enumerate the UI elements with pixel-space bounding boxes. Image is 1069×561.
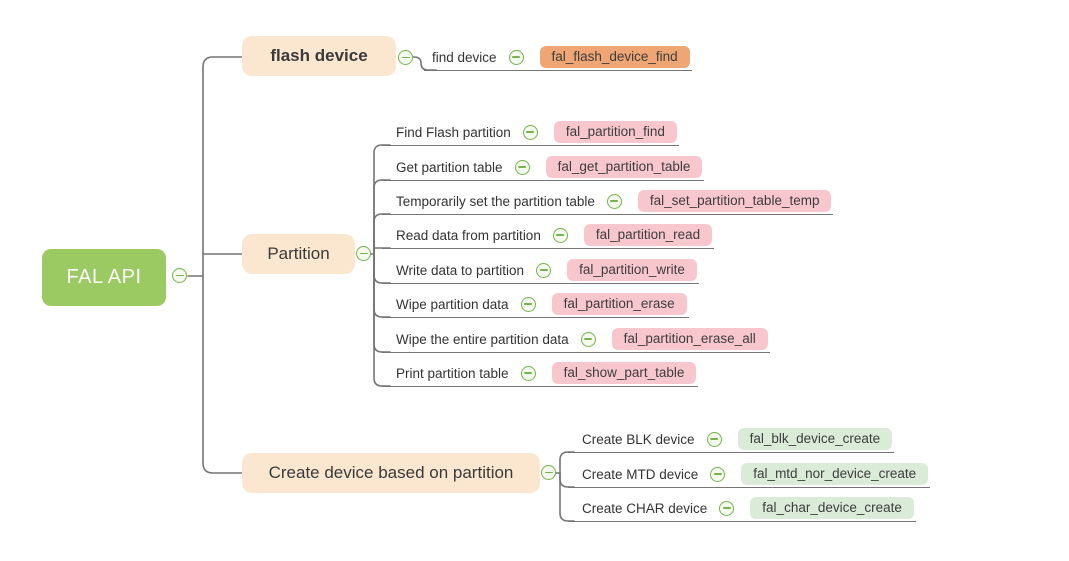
collapse-icon-flash-device[interactable] — [398, 50, 413, 65]
collapse-icon[interactable] — [520, 296, 536, 312]
collapse-icon-partition[interactable] — [356, 246, 371, 261]
leaf-row-wipe-partition-data[interactable]: Wipe partition data fal_partition_erase — [382, 291, 689, 318]
leaf-row-get-partition-table[interactable]: Get partition table fal_get_partition_ta… — [382, 154, 705, 181]
api-node-fal-char-device-create[interactable]: fal_char_device_create — [750, 497, 914, 519]
leaf-row-write-data-to-partition[interactable]: Write data to partition fal_partition_wr… — [382, 257, 699, 284]
collapse-icon-root[interactable] — [172, 268, 187, 283]
collapse-icon[interactable] — [552, 227, 568, 243]
leaf-label: Wipe partition data — [396, 296, 509, 312]
leaf-row-create-mtd-device[interactable]: Create MTD device fal_mtd_nor_device_cre… — [568, 461, 931, 488]
branch-node-partition[interactable]: Partition — [242, 234, 355, 274]
api-node-fal-partition-erase[interactable]: fal_partition_erase — [551, 293, 687, 315]
branch-node-create-device[interactable]: Create device based on partition — [242, 453, 540, 493]
leaf-row-create-blk-device[interactable]: Create BLK device fal_blk_device_create — [568, 426, 895, 453]
api-node-fal-flash-device-find[interactable]: fal_flash_device_find — [539, 46, 690, 68]
leaf-label: Read data from partition — [396, 227, 541, 243]
collapse-icon[interactable] — [710, 466, 726, 482]
collapse-icon[interactable] — [606, 193, 622, 209]
api-node-fal-partition-read[interactable]: fal_partition_read — [583, 224, 713, 246]
collapse-icon[interactable] — [719, 500, 735, 516]
collapse-icon[interactable] — [536, 262, 552, 278]
collapse-icon[interactable] — [520, 365, 536, 381]
api-node-fal-mtd-nor-device-create[interactable]: fal_mtd_nor_device_create — [741, 463, 929, 485]
api-node-fal-blk-device-create[interactable]: fal_blk_device_create — [737, 428, 893, 450]
leaf-row-wipe-entire-partition-data[interactable]: Wipe the entire partition data fal_parti… — [382, 326, 770, 353]
leaf-row-find-flash-partition[interactable]: Find Flash partition fal_partition_find — [382, 119, 679, 146]
leaf-label: find device — [432, 49, 497, 65]
leaf-label: Write data to partition — [396, 262, 525, 278]
leaf-label: Create CHAR device — [582, 500, 708, 516]
leaf-row-set-partition-table-temp[interactable]: Temporarily set the partition table fal_… — [382, 188, 834, 215]
leaf-label: Print partition table — [396, 365, 509, 381]
root-node-fal-api[interactable]: FAL API — [42, 249, 166, 306]
collapse-icon[interactable] — [706, 431, 722, 447]
leaf-label: Get partition table — [396, 159, 503, 175]
collapse-icon[interactable] — [580, 331, 596, 347]
collapse-icon-create-device[interactable] — [541, 465, 556, 480]
leaf-row-read-data-from-partition[interactable]: Read data from partition fal_partition_r… — [382, 222, 715, 249]
api-node-fal-partition-erase-all[interactable]: fal_partition_erase_all — [611, 328, 768, 350]
api-node-fal-partition-write[interactable]: fal_partition_write — [567, 259, 697, 281]
leaf-label: Create BLK device — [582, 431, 695, 447]
branch-node-flash-device[interactable]: flash device — [242, 36, 396, 76]
leaf-label: Create MTD device — [582, 466, 699, 482]
api-node-fal-show-part-table[interactable]: fal_show_part_table — [551, 362, 697, 384]
api-node-fal-partition-find[interactable]: fal_partition_find — [553, 121, 677, 143]
collapse-icon-find-device[interactable] — [508, 49, 524, 65]
leaf-label: Find Flash partition — [396, 124, 511, 140]
leaf-row-find-device[interactable]: find device fal_flash_device_find — [424, 44, 692, 71]
api-node-fal-set-partition-table-temp[interactable]: fal_set_partition_table_temp — [637, 190, 832, 212]
collapse-icon[interactable] — [522, 124, 538, 140]
api-node-fal-get-partition-table[interactable]: fal_get_partition_table — [545, 156, 703, 178]
leaf-label: Temporarily set the partition table — [396, 193, 595, 209]
leaf-row-create-char-device[interactable]: Create CHAR device fal_char_device_creat… — [568, 495, 916, 522]
leaf-label: Wipe the entire partition data — [396, 331, 569, 347]
collapse-icon[interactable] — [514, 159, 530, 175]
leaf-row-print-partition-table[interactable]: Print partition table fal_show_part_tabl… — [382, 360, 699, 387]
